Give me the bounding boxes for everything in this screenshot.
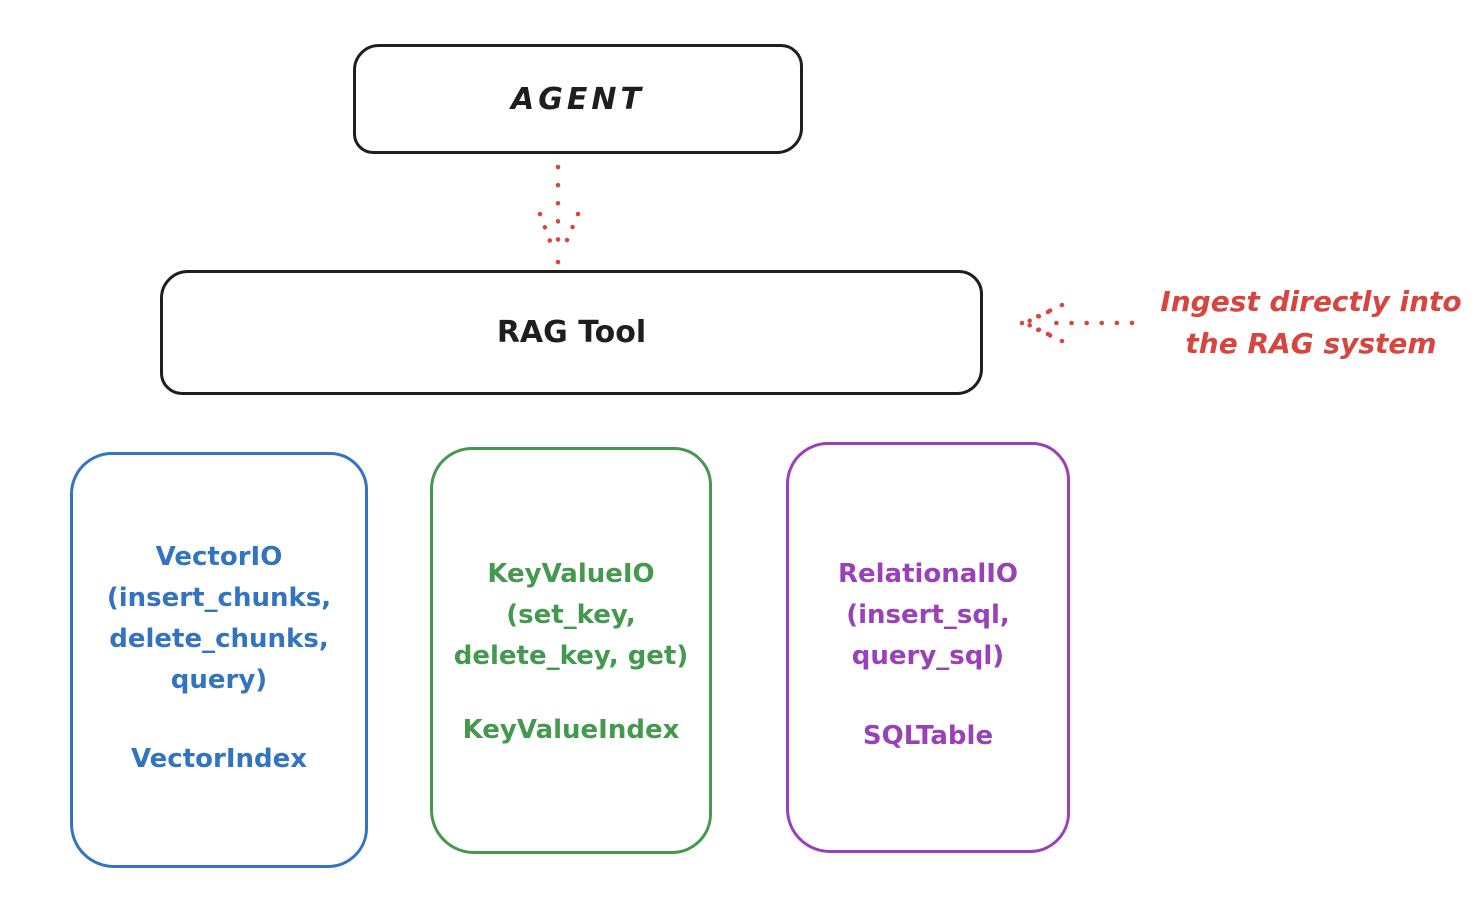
relational-io-line: RelationalIO — [837, 559, 1019, 589]
keyvalue-index-label: KeyValueIndex — [462, 715, 680, 745]
keyvalue-io-line: (set_key, — [506, 600, 636, 630]
arrow-head-inner-lower — [1024, 321, 1051, 337]
keyvalue-io-line: KeyValueIO — [487, 559, 655, 589]
arrow-head-inner-upper — [1024, 309, 1051, 325]
vector-index-label: VectorIndex — [130, 744, 308, 774]
arrow-head-lower-wing — [1027, 323, 1065, 344]
vector-io-line: query) — [170, 665, 268, 695]
sql-table-label: SQLTable — [862, 721, 994, 751]
rag-tool-node: RAG Tool — [160, 270, 983, 395]
vector-io-line: delete_chunks, — [109, 624, 329, 654]
agent-to-rag-arrow — [537, 164, 581, 265]
relational-io-label: RelationalIO (insert_sql, query_sql) — [789, 554, 1067, 677]
keyvalue-io-label: KeyValueIO (set_key, delete_key, get) — [433, 554, 709, 677]
keyvalue-io-line: delete_key, get) — [453, 641, 689, 671]
rag-tool-label: RAG Tool — [496, 315, 647, 350]
arrow-head-right-wing — [559, 211, 581, 255]
agent-node: AGENT — [353, 44, 803, 154]
relational-io-line: query_sql) — [851, 641, 1005, 671]
relational-io-line: (insert_sql, — [846, 600, 1010, 630]
vector-io-line: (insert_chunks, — [106, 583, 332, 613]
vector-io-line: VectorIO — [155, 542, 283, 572]
annotation-to-rag-arrow — [1019, 302, 1135, 344]
ingest-annotation-line2: the RAG system — [1185, 327, 1437, 360]
arrow-head-upper-wing — [1027, 302, 1065, 323]
keyvalue-io-node: KeyValueIO (set_key, delete_key, get) Ke… — [430, 447, 712, 854]
arrow-head-left-wing — [537, 211, 557, 255]
relational-io-node: RelationalIO (insert_sql, query_sql) SQL… — [786, 442, 1070, 853]
vector-io-label: VectorIO (insert_chunks, delete_chunks, … — [73, 537, 365, 701]
agent-label: AGENT — [511, 81, 645, 117]
vector-io-node: VectorIO (insert_chunks, delete_chunks, … — [70, 452, 368, 868]
ingest-annotation-line1: Ingest directly into — [1160, 285, 1462, 318]
ingest-annotation: Ingest directly into the RAG system — [1138, 281, 1484, 365]
